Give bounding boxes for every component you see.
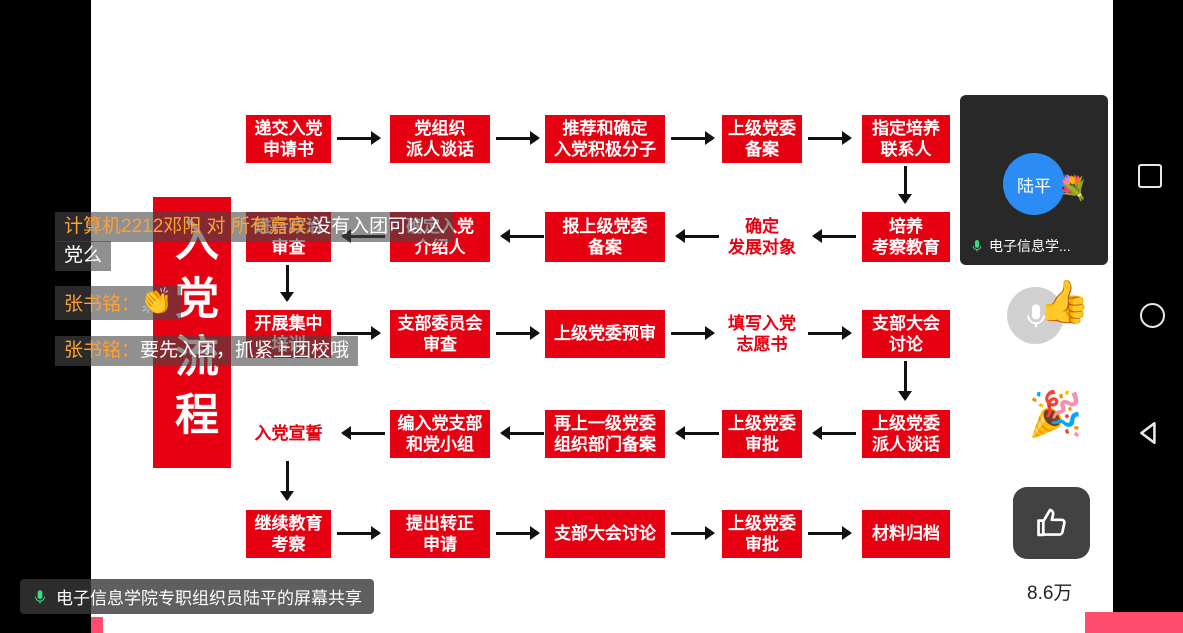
flow-arrow-right xyxy=(337,131,381,145)
flow-arrow-left xyxy=(812,426,856,440)
party-popper-reaction-icon: 🎉 xyxy=(1028,390,1083,439)
flow-arrow-right xyxy=(671,526,715,540)
flow-box: 编入党支部 和党小组 xyxy=(390,410,490,458)
underlying-app-edge xyxy=(1085,612,1183,633)
like-button[interactable] xyxy=(1013,487,1090,559)
flow-arrow-right xyxy=(808,526,852,540)
back-button[interactable] xyxy=(1136,420,1162,446)
like-count: 8.6万 xyxy=(1027,583,1073,604)
microphone-button[interactable] xyxy=(1007,287,1064,344)
flow-box: 党组织 派人谈话 xyxy=(390,115,490,163)
chat-message: 张书铭：👏 xyxy=(55,286,182,320)
flow-title-banner: 入党流程 xyxy=(153,197,231,468)
flow-box: 提出转正 申请 xyxy=(390,510,490,558)
flow-box: 递交入党 申请书 xyxy=(246,115,331,163)
flow-arrow-right xyxy=(496,131,540,145)
flow-box: 报上级党委 备案 xyxy=(545,212,665,262)
flow-box: 指定培养 联系人 xyxy=(862,115,950,163)
flow-arrow-right xyxy=(496,526,540,540)
flow-box: 材料归档 xyxy=(862,510,950,558)
flow-arrow-right xyxy=(337,326,381,340)
flow-box: 上级党委 审批 xyxy=(722,410,802,458)
flow-arrow-right xyxy=(337,526,381,540)
flow-box: 培养 考察教育 xyxy=(862,212,950,262)
clap-emoji-icon: 👏 xyxy=(140,286,173,316)
flower-reaction-icon: 💐 xyxy=(1058,175,1088,202)
share-bar-text: 电子信息学院专职组织员陆平的屏幕共享 xyxy=(56,589,362,608)
flow-box: 推荐和确定 入党积极分子 xyxy=(545,115,665,163)
flow-arrow-down xyxy=(898,166,912,204)
flow-arrow-down xyxy=(898,361,912,401)
flow-box: 支部大会 讨论 xyxy=(862,310,950,358)
flow-arrow-right xyxy=(808,131,852,145)
chat-message: 计算机2212邓阳 对 所有嘉宾:没有入团可以入 xyxy=(55,212,455,242)
flow-box: 再上一级党委 组织部门备案 xyxy=(545,410,665,458)
flow-arrow-left xyxy=(500,426,544,440)
mic-icon xyxy=(35,589,45,603)
flow-arrow-left xyxy=(812,229,856,243)
flow-arrow-down xyxy=(280,461,294,501)
avatar: 陆平 xyxy=(1003,153,1065,215)
mic-icon xyxy=(1026,303,1045,327)
flow-box: 填写入党 志愿书 xyxy=(722,310,802,358)
thumbs-up-icon xyxy=(1036,508,1066,537)
chat-sender: 张书铭： xyxy=(64,294,141,315)
flow-box: 上级党委 审批 xyxy=(722,510,802,558)
flow-box: 支部大会讨论 xyxy=(545,510,665,558)
flow-box: 上级党委 派人谈话 xyxy=(862,410,950,458)
flow-box: 支部委员会 审查 xyxy=(390,310,490,358)
flow-arrow-right xyxy=(496,326,540,340)
thumbs-up-reaction-icon: 👍 xyxy=(1038,278,1091,325)
underlying-app-edge xyxy=(91,617,103,633)
flow-arrow-left xyxy=(500,229,544,243)
flow-box: 继续教育 考察 xyxy=(246,510,331,558)
flow-arrow-right xyxy=(671,131,715,145)
chat-text: 要先入团，抓紧上团校哦 xyxy=(140,340,350,361)
flow-arrow-down xyxy=(280,265,294,302)
chat-sender: 计算机2212邓阳 对 所有嘉宾: xyxy=(64,216,313,237)
home-button[interactable] xyxy=(1140,303,1165,328)
mic-icon xyxy=(972,240,982,252)
flow-arrow-left xyxy=(675,229,719,243)
participant-label: 电子信息学... xyxy=(970,236,1071,256)
recent-apps-button[interactable] xyxy=(1138,164,1162,188)
flow-arrow-right xyxy=(671,326,715,340)
flow-arrow-left xyxy=(341,426,385,440)
participant-video-tile[interactable]: 陆平 💐 电子信息学... xyxy=(960,95,1108,265)
chat-text: 没有入团可以入 xyxy=(312,216,446,237)
chat-sender: 张书铭： xyxy=(64,340,141,361)
screen-share-status-bar: 电子信息学院专职组织员陆平的屏幕共享 xyxy=(20,579,374,614)
chat-message: 张书铭：要先入团，抓紧上团校哦 xyxy=(55,336,359,366)
flow-box: 上级党委 备案 xyxy=(722,115,802,163)
participant-label-text: 电子信息学... xyxy=(989,238,1071,254)
flow-arrow-left xyxy=(675,426,719,440)
flow-box: 确定 发展对象 xyxy=(722,212,802,262)
flow-arrow-right xyxy=(808,326,852,340)
chat-text: 党么 xyxy=(64,245,103,266)
flow-box: 入党宣誓 xyxy=(246,410,331,458)
chat-message: 党么 xyxy=(55,241,112,271)
flow-box: 上级党委预审 xyxy=(545,310,665,358)
